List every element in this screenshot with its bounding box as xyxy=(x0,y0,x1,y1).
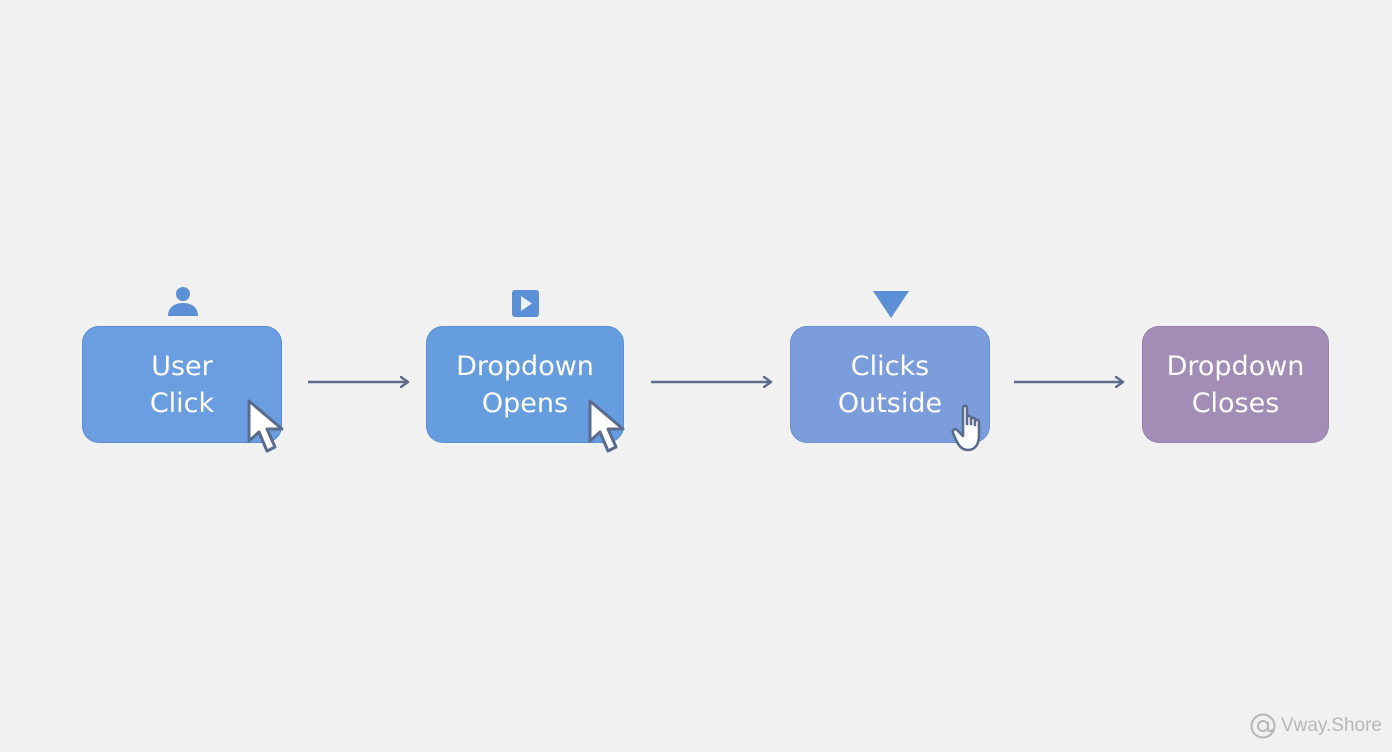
flow-step-dropdown-opens: Dropdown Opens xyxy=(426,326,624,443)
step-label-line2: Opens xyxy=(481,387,569,419)
step-label-line2: Click xyxy=(149,387,215,419)
user-icon xyxy=(168,287,198,316)
at-sign-icon xyxy=(1250,713,1276,739)
watermark: Vway.Shore xyxy=(1249,712,1382,740)
step-label-line2: Closes xyxy=(1191,387,1280,419)
watermark-text: Vway.Shore xyxy=(1280,715,1382,736)
step-label-line1: Dropdown xyxy=(1166,350,1305,382)
play-square-icon xyxy=(512,290,539,317)
triangle-down-icon xyxy=(873,291,909,318)
step-label-line1: Clicks xyxy=(850,350,930,382)
step-label-line1: User xyxy=(151,350,213,382)
flow-step-clicks-outside: Clicks Outside xyxy=(790,326,990,443)
step-label-line2: Outside xyxy=(837,387,943,419)
flow-step-user-click: User Click xyxy=(82,326,282,443)
step-label-line1: Dropdown xyxy=(456,350,594,382)
flow-step-dropdown-closes: Dropdown Closes xyxy=(1142,326,1329,443)
